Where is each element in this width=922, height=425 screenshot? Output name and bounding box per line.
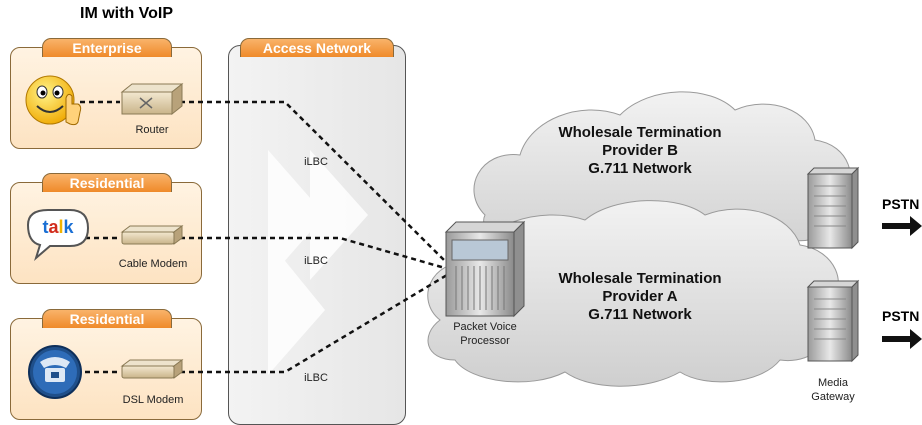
cable-modem-device [120,225,184,245]
codec-label-2: iLBC [304,255,328,267]
talk-bubble-icon: talk [26,209,90,262]
dsl-modem-label: DSL Modem [122,394,184,406]
pstn-arrow-head-bottom [910,329,922,349]
access-network-arrows [268,150,368,375]
connection-lines [80,100,453,374]
line-dslmodem-pvp [180,270,453,374]
codec-label-3: iLBC [304,372,328,384]
media-gateway-device-bottom [806,279,860,363]
media-gateway-label: Media Gateway [811,377,855,403]
dsl-modem-device [120,359,184,379]
diagram-title: IM with VoIP [80,5,174,22]
media-gateway-device-top [806,166,860,250]
svg-text:talk: talk [42,217,74,237]
enterprise-tab: Enterprise [42,38,172,57]
packet-voice-processor-label: Packet Voice Processor [453,321,517,347]
codec-label-1: iLBC [304,156,328,168]
pstn-arrows [882,216,922,349]
router-device [120,82,184,116]
residential-tab-2: Residential [42,309,172,328]
provider-b-label: Wholesale Termination Provider B G.711 N… [558,124,722,177]
telephone-icon [28,345,82,399]
packet-voice-processor-device [444,220,526,318]
residential-tab-1: Residential [42,173,172,192]
cable-modem-label: Cable Modem [118,258,188,270]
line-router-pvp [180,100,453,269]
smiley-thumbs-up-icon [25,75,82,126]
pstn-label-bottom: PSTN [882,308,920,324]
pstn-label-top: PSTN [882,196,920,212]
pstn-arrow-head-top [910,216,922,236]
provider-a-label: Wholesale Termination Provider A G.711 N… [558,270,722,323]
pstn-arrow-shaft-bottom [882,336,914,342]
line-cablemodem-pvp [180,236,453,272]
pstn-arrow-shaft-top [882,223,914,229]
router-label: Router [135,124,169,136]
access-network-tab: Access Network [240,38,394,57]
